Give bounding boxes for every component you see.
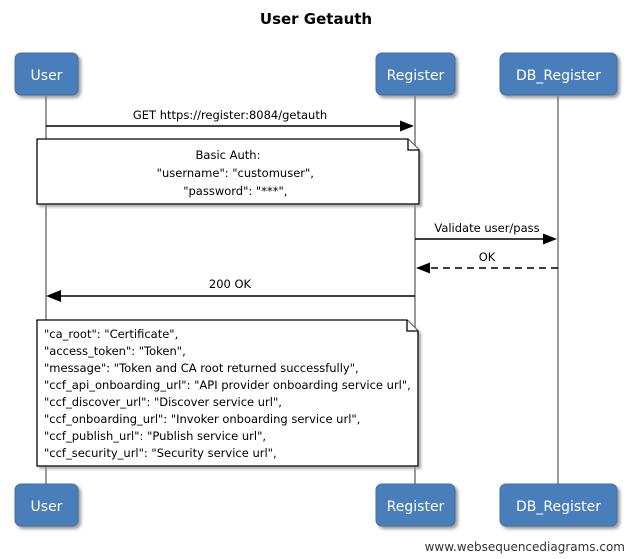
- message-label: Validate user/pass: [434, 221, 539, 235]
- note-line: "ccf_onboarding_url": "Invoker onboardin…: [44, 412, 360, 426]
- participant-label: Register: [387, 68, 445, 84]
- note-line: "access_token": "Token",: [44, 344, 186, 358]
- arrowhead-left-icon: [46, 290, 61, 302]
- participant-register-bottom[interactable]: Register: [375, 483, 456, 527]
- participant-box-shape: [499, 483, 618, 527]
- participant-box-shape: [375, 483, 456, 527]
- note-box-shape: [36, 319, 419, 467]
- participant-register-top[interactable]: Register: [375, 52, 456, 96]
- participant-db-register-top[interactable]: DB_Register: [499, 52, 618, 96]
- note-response-body: "ca_root": "Certificate", "access_token"…: [36, 319, 419, 467]
- note-line: "ccf_security_url": "Security service ur…: [44, 446, 277, 460]
- page-title: User Getauth: [260, 10, 372, 28]
- note-box-shape: [36, 138, 420, 205]
- participant-box-shape: [14, 52, 79, 96]
- note-line: "ca_root": "Certificate",: [44, 327, 178, 341]
- note-fold-corner-icon: [406, 320, 418, 332]
- note-line: "ccf_discover_url": "Discover service ur…: [44, 395, 282, 409]
- participant-label: User: [31, 68, 63, 84]
- arrowhead-right-icon: [400, 120, 414, 132]
- note-line: "ccf_publish_url": "Publish service url"…: [44, 429, 266, 443]
- message-label: OK: [479, 250, 496, 264]
- note-line: "message": "Token and CA root returned s…: [44, 361, 359, 375]
- note-basic-auth: Basic Auth: "username": "customuser", "p…: [36, 138, 420, 205]
- participant-label: User: [31, 499, 63, 515]
- message-200-ok[interactable]: 200 OK: [46, 277, 415, 302]
- message-label: GET https://register:8084/getauth: [133, 108, 327, 122]
- participant-box-shape: [375, 52, 456, 96]
- message-ok[interactable]: OK: [416, 250, 558, 274]
- note-line: "username": "customuser",: [142, 166, 314, 180]
- note-line: Basic Auth:: [196, 148, 261, 162]
- participant-box-shape: [499, 52, 618, 96]
- arrowhead-left-icon: [416, 262, 430, 274]
- message-label: 200 OK: [209, 277, 252, 291]
- participant-db-register-bottom[interactable]: DB_Register: [499, 483, 618, 527]
- participant-box-shape: [14, 483, 79, 527]
- arrowhead-right-icon: [543, 233, 557, 245]
- participant-user-top[interactable]: User: [14, 52, 79, 96]
- participant-user-bottom[interactable]: User: [14, 483, 79, 527]
- message-get-getauth[interactable]: GET https://register:8084/getauth: [46, 108, 414, 132]
- message-validate-user-pass[interactable]: Validate user/pass: [415, 221, 557, 245]
- participant-label: DB_Register: [516, 68, 601, 84]
- participant-label: Register: [387, 499, 445, 515]
- note-line: "password": "***",: [169, 184, 288, 198]
- watermark-link[interactable]: www.websequencediagrams.com: [425, 540, 625, 554]
- note-fold-corner-icon: [407, 139, 419, 151]
- note-line: "ccf_api_onboarding_url": "API provider …: [44, 378, 411, 392]
- participant-label: DB_Register: [516, 499, 601, 515]
